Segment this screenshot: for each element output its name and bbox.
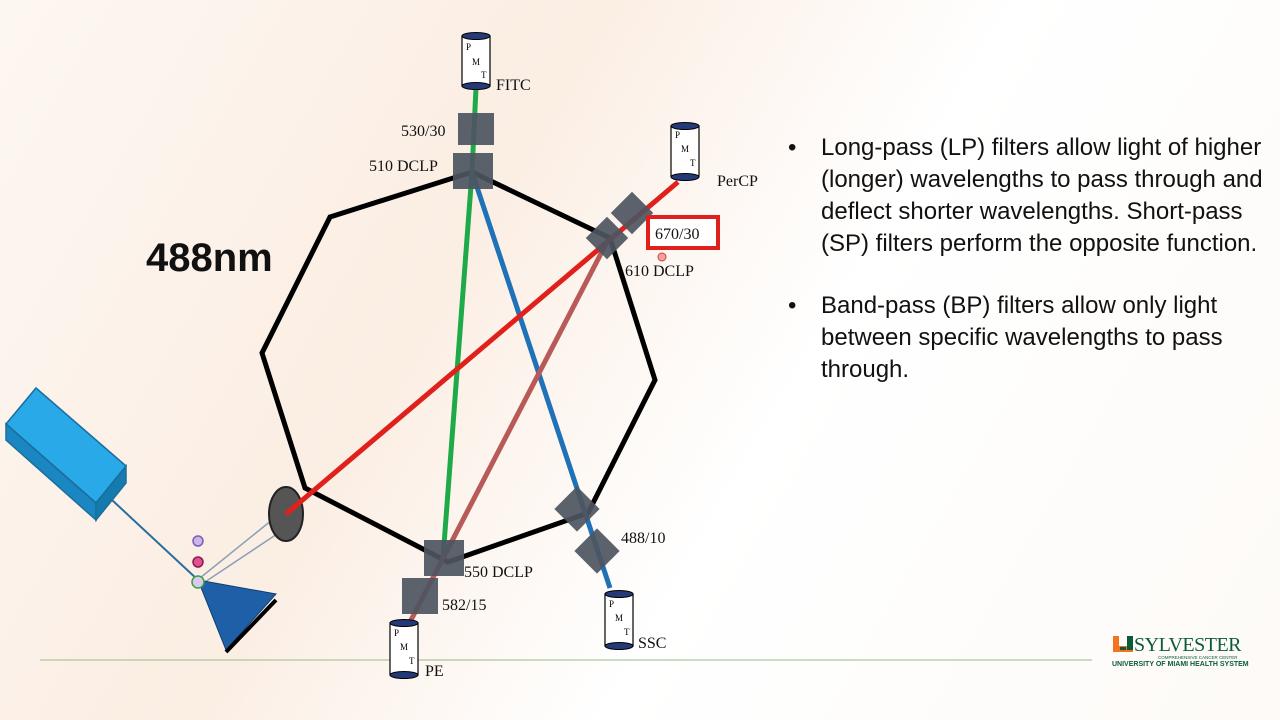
fitc-dichroic-filter [453,153,493,189]
percp-pmt-letter-t: T [690,158,696,168]
pe-dichroic-filter [424,540,464,576]
cell-particle-1 [192,535,204,547]
percp-dichroic-label: 610 DCLP [625,263,694,280]
obscuration-bar [224,598,278,654]
fitc-beam [440,171,475,559]
bullet-icon: • [788,134,797,161]
pe-label: PE [425,663,444,680]
pe-bandpass-filter [402,578,438,614]
pe-bandpass-label: 582/15 [442,597,486,614]
logo-subtitle: COMPREHENSIVE CANCER CENTER [1158,655,1238,660]
laser-beam [111,499,199,581]
ssc-pmt: P M T [604,590,634,650]
ssc-bandpass-filter [574,528,620,574]
sylvester-logo: SYLVESTER COMPREHENSIVE CANCER CENTER UN… [1112,634,1249,674]
collection-cone [199,518,282,586]
cell-particle-2 [192,556,204,568]
fitc-dichroic-label: 510 DCLP [369,158,438,175]
logo-organization: UNIVERSITY OF MIAMI HEALTH SYSTEM [1112,661,1249,668]
university-u-logo-icon [1113,636,1133,652]
percp-filter-highlight [646,215,720,250]
percp-pmt-letter-p: P [675,130,680,140]
ssc-pmt-letter-m: M [615,613,623,623]
percp-label: PerCP [717,173,758,190]
cell-particle-3 [191,575,205,589]
fitc-pmt: P M T [461,32,491,90]
bullet-text-long-pass: Long-pass (LP) filters allow light of hi… [821,134,1263,257]
pe-pmt-letter-p: P [394,628,399,638]
fitc-pmt-letter-t: T [481,70,487,80]
pe-pmt-letter-m: M [400,642,408,652]
percp-bandpass-label: 670/30 [655,226,699,243]
percp-pmt: P M T [670,122,700,181]
bullet-icon: • [788,292,797,319]
pe-pmt-letter-t: T [409,656,415,666]
laser-source [4,386,128,523]
bullet-item: • Band-pass (BP) filters allow only ligh… [788,290,1268,386]
ssc-beam [469,171,613,589]
fitc-bandpass-label: 530/30 [401,123,445,140]
logo-name: SYLVESTER [1134,634,1242,656]
percp-pmt-letter-m: M [681,144,689,154]
ssc-pmt-letter-t: T [624,627,630,637]
pe-pmt: P M T [389,619,419,679]
bullet-item: • Long-pass (LP) filters allow light of … [788,132,1268,260]
fitc-label: FITC [496,77,531,94]
fitc-bandpass-filter [458,113,494,145]
fitc-pmt-letter-p: P [466,42,471,52]
ssc-bandpass-label: 488/10 [621,530,665,547]
bullet-list: • Long-pass (LP) filters allow light of … [788,132,1268,416]
ssc-label: SSC [638,635,666,652]
ssc-pmt-letter-p: P [609,599,614,609]
pe-dichroic-label: 550 DCLP [464,564,533,581]
fitc-pmt-letter-m: M [472,57,480,67]
forward-scatter-cone [197,579,277,651]
pointer-dot [657,252,667,262]
bullet-text-band-pass: Band-pass (BP) filters allow only light … [821,292,1223,383]
laser-wavelength-title: 488nm [146,236,273,280]
